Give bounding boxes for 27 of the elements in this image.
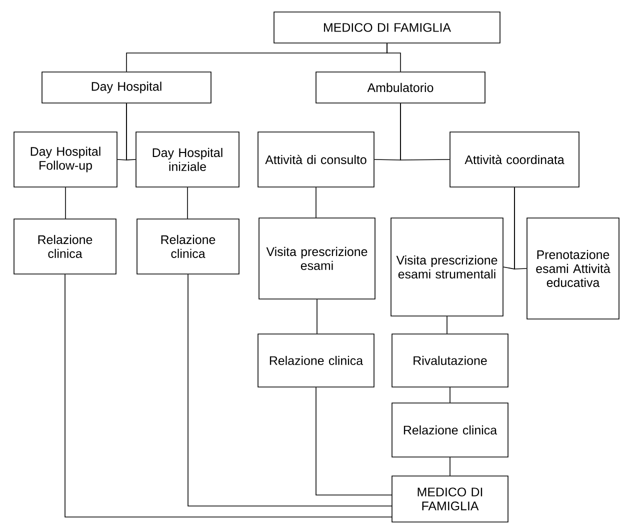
process-box: Visita prescrizione esami: [258, 218, 376, 300]
connector-line: [64, 274, 392, 518]
process-box: MEDICO DI FAMIGLIA: [274, 12, 500, 44]
process-box: MEDICO DI FAMIGLIA: [392, 476, 508, 522]
process-box: Ambulatorio: [316, 72, 486, 104]
process-box: Relazione clinica: [258, 334, 374, 388]
process-box: Attività di consulto: [258, 132, 374, 188]
connector-line: [316, 386, 392, 496]
connector-line: [126, 103, 136, 160]
process-box: Visita prescrizione esami strumentali: [390, 218, 504, 316]
process-box: Day Hospital: [42, 72, 212, 104]
process-box: Day Hospital Follow-up: [14, 132, 118, 188]
process-box: Prenotazione esami Attività educativa: [526, 218, 620, 320]
connector-line: [188, 274, 392, 506]
process-box: Relazione clinica: [136, 218, 240, 274]
connector-line: [400, 103, 450, 160]
process-box: Relazione clinica: [14, 218, 116, 274]
connector-line: [446, 316, 448, 334]
process-box: Day Hospital iniziale: [136, 132, 240, 188]
connector-line: [65, 186, 66, 219]
process-box: Rivalutazione: [392, 334, 508, 388]
connector-line: [514, 186, 527, 270]
connector-line: [386, 43, 401, 72]
process-box: Attività coordinata: [450, 132, 580, 188]
connector-line: [316, 298, 318, 334]
connector-line: [187, 186, 188, 219]
process-box: Relazione clinica: [392, 402, 508, 458]
